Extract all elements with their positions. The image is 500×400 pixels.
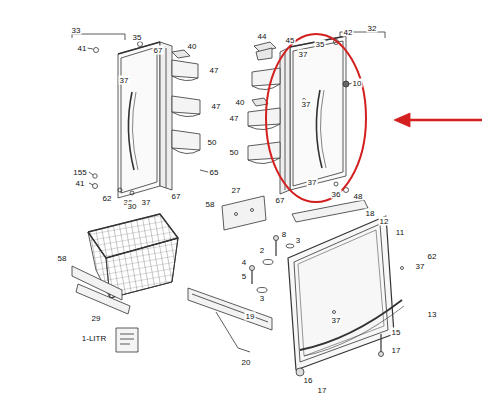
callout-number: 35 xyxy=(315,40,326,49)
callout-number: 12 xyxy=(379,217,390,226)
callout-number: 19 xyxy=(245,312,256,321)
callout-number: 10 xyxy=(352,79,363,88)
callout-number: 11 xyxy=(395,228,405,237)
highlight-ellipse xyxy=(266,34,366,202)
callout-number: 8 xyxy=(281,230,287,239)
callout-number: 32 xyxy=(367,24,378,33)
filter-card xyxy=(116,328,138,352)
callout-number: 37 xyxy=(119,76,130,85)
pointer-arrow xyxy=(404,119,482,122)
callout-number: 20 xyxy=(241,358,252,367)
callout-number: 47 xyxy=(229,114,240,123)
callout-number: 62 xyxy=(427,252,438,261)
callout-number: 5 xyxy=(241,272,247,281)
callout-number: 67 xyxy=(153,46,164,55)
callout-number: 37 xyxy=(415,262,426,271)
callout-number: 155 xyxy=(72,168,87,177)
bracket-plate xyxy=(222,196,266,230)
callout-number: 37 xyxy=(141,198,152,207)
callout-number: 1-LITR xyxy=(81,334,107,343)
callout-number: 17 xyxy=(317,386,328,395)
callout-number: 67 xyxy=(171,192,182,201)
callout-number: 15 xyxy=(391,328,402,337)
callout-number: 62 xyxy=(102,194,113,203)
callout-number: 17 xyxy=(391,346,402,355)
slide-rail xyxy=(188,288,272,330)
callout-number: 50 xyxy=(207,138,218,147)
callout-number: 18 xyxy=(365,209,376,218)
group-bracket xyxy=(72,34,125,40)
callout-number: 4 xyxy=(241,258,247,267)
callout-number: 35 xyxy=(132,33,143,42)
callout-number: 47 xyxy=(211,102,222,111)
callout-number: 27 xyxy=(231,186,242,195)
callout-number: 50 xyxy=(229,148,240,157)
rail xyxy=(76,284,130,314)
callout-number: 40 xyxy=(187,42,198,51)
callout-number: 45 xyxy=(285,36,296,45)
callout-number: 41 xyxy=(75,179,86,188)
callout-number: 37 xyxy=(307,178,318,187)
callout-number: 42 xyxy=(343,28,354,37)
callout-number: 37 xyxy=(301,100,312,109)
callout-number: 33 xyxy=(71,26,82,35)
callout-number: 40 xyxy=(235,98,246,107)
callout-number: 37 xyxy=(331,316,342,325)
callout-number: 48 xyxy=(353,192,364,201)
left-door xyxy=(93,42,201,199)
callout-number: 30 xyxy=(127,202,138,211)
pointer-arrowhead xyxy=(394,113,410,127)
callout-number: 67 xyxy=(275,196,286,205)
callout-number: 2 xyxy=(259,246,265,255)
callout-number: 13 xyxy=(427,310,438,319)
drawer-front xyxy=(288,216,404,376)
right-door xyxy=(248,36,349,194)
callout-number: 65 xyxy=(209,168,220,177)
callout-number: 16 xyxy=(303,376,314,385)
callout-number: 37 xyxy=(298,50,309,59)
callout-number: 3 xyxy=(259,294,265,303)
slide-rail xyxy=(292,200,368,222)
callout-number: 47 xyxy=(209,66,220,75)
callout-number: 36 xyxy=(331,190,342,199)
callout-number: 3 xyxy=(295,236,301,245)
callout-number: 58 xyxy=(57,254,68,263)
callout-number: 29 xyxy=(91,314,102,323)
callout-number: 44 xyxy=(257,32,268,41)
callout-number: 58 xyxy=(205,200,216,209)
callout-number: 41 xyxy=(77,44,88,53)
